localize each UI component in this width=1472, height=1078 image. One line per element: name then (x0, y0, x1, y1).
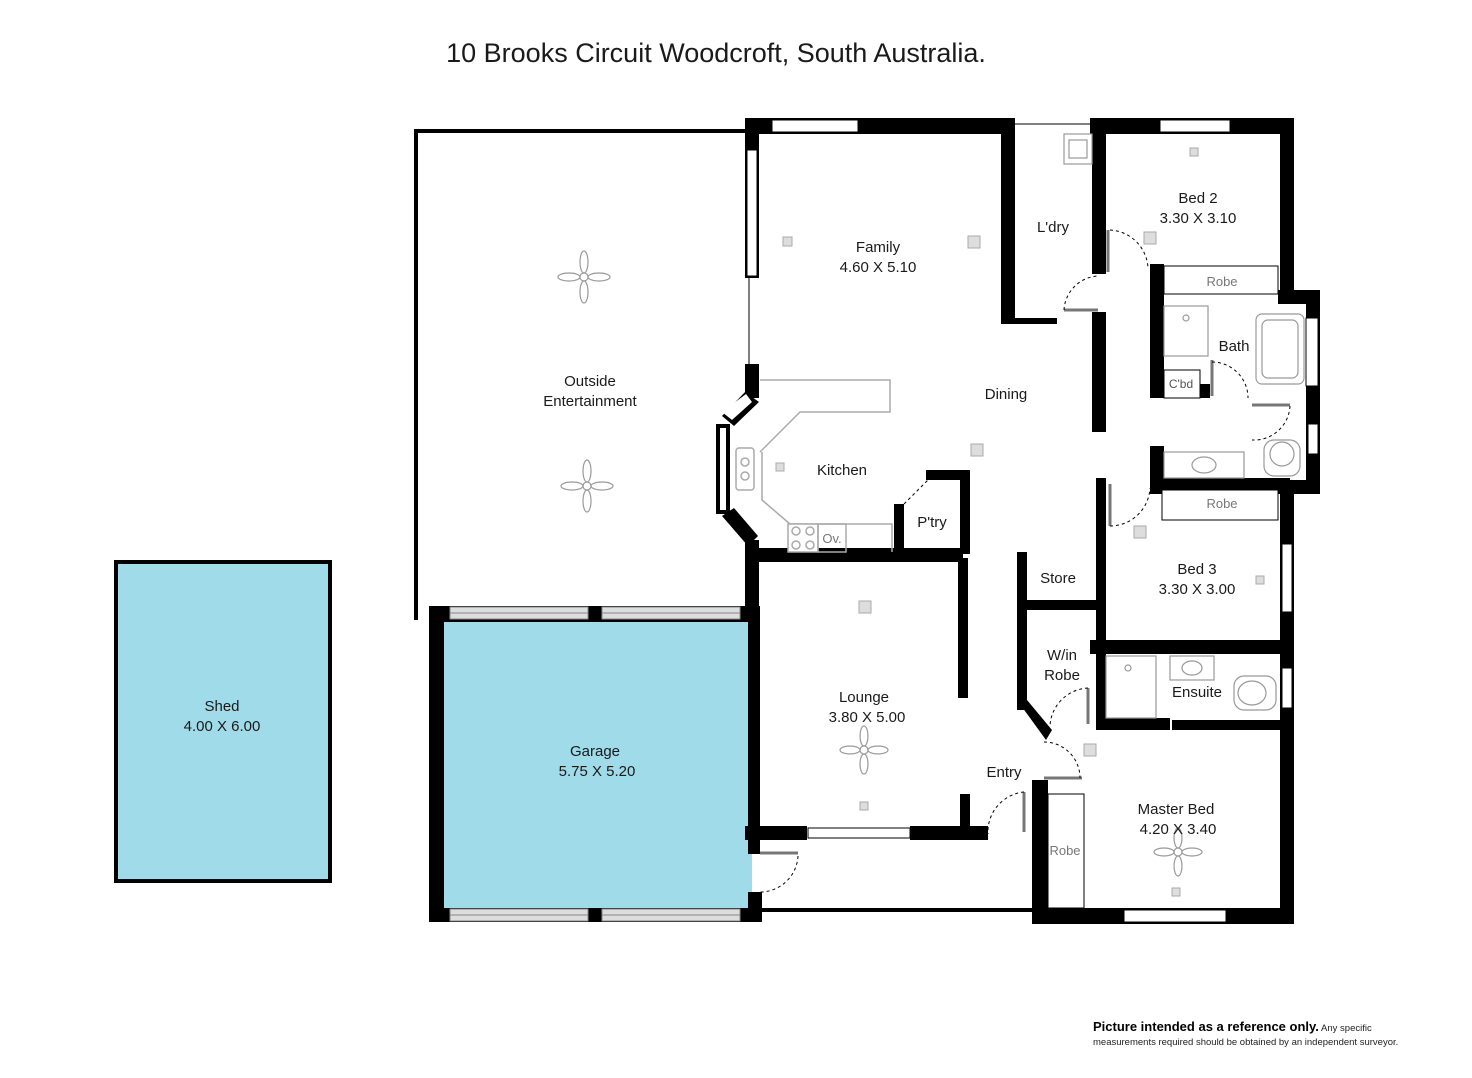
bath-fixtures (1163, 305, 1305, 479)
garage-door-top (449, 606, 741, 620)
store-label: Store (1040, 570, 1076, 587)
bed3-robe-label: Robe (1206, 496, 1237, 511)
dining-label: Dining (985, 386, 1028, 403)
garage: Garage 5.75 X 5.20 (429, 606, 799, 922)
shed-dims: 4.00 X 6.00 (184, 718, 261, 735)
garage-door-bottom (449, 908, 741, 922)
ceiling-fan-icon (557, 250, 611, 304)
garage-dims: 5.75 X 5.20 (559, 763, 636, 780)
pantry-label: P'try (917, 514, 947, 531)
walkin-label-2: Robe (1044, 667, 1080, 684)
shed: Shed 4.00 X 6.00 (114, 560, 332, 883)
kitchen-bay-window (716, 392, 759, 546)
disclaimer: Picture intended as a reference only. An… (1093, 1020, 1453, 1050)
master-dims: 4.20 X 3.40 (1140, 821, 1217, 838)
ensuite-label: Ensuite (1172, 684, 1222, 701)
bed2-label: Bed 2 (1178, 190, 1217, 207)
house-walls (745, 118, 1320, 924)
cupboard-label: C'bd (1169, 377, 1193, 391)
kitchen-benches (735, 379, 893, 553)
entry-label: Entry (986, 764, 1022, 781)
master-robe-label: Robe (1049, 843, 1080, 858)
outside-label-1: Outside (564, 373, 616, 390)
light-fittings (775, 147, 1265, 897)
family-label: Family (856, 239, 901, 256)
kitchen-label: Kitchen (817, 462, 867, 479)
disclaimer-line1: Any specific (1321, 1023, 1372, 1034)
outside-entertainment: Outside Entertainment (414, 129, 748, 620)
plan-title: 10 Brooks Circuit Woodcroft, South Austr… (446, 38, 986, 68)
ensuite-fixtures (1105, 655, 1277, 719)
shed-label: Shed (204, 698, 239, 715)
outside-label-2: Entertainment (543, 393, 637, 410)
bed3-dims: 3.30 X 3.00 (1159, 581, 1236, 598)
master-label: Master Bed (1138, 801, 1215, 818)
lounge-dims: 3.80 X 5.00 (829, 709, 906, 726)
disclaimer-line2: measurements required should be obtained… (1093, 1037, 1399, 1048)
laundry-tub-icon (1063, 133, 1093, 165)
oven-label: Ov. (822, 531, 841, 546)
laundry-label: L'dry (1037, 219, 1070, 236)
lounge-label: Lounge (839, 689, 889, 706)
family-dims: 4.60 X 5.10 (840, 259, 917, 276)
garage-label: Garage (570, 743, 620, 760)
bath-label: Bath (1219, 338, 1250, 355)
windows (746, 119, 1319, 923)
disclaimer-bold: Picture intended as a reference only. (1093, 1019, 1319, 1034)
ceiling-fan-icon (1153, 827, 1203, 877)
bed3-label: Bed 3 (1177, 561, 1216, 578)
walkin-label-1: W/in (1047, 647, 1077, 664)
ceiling-fan-icon (839, 725, 889, 775)
ceiling-fan-icon (560, 459, 614, 513)
bed2-robe-label: Robe (1206, 274, 1237, 289)
bed2-dims: 3.30 X 3.10 (1160, 210, 1237, 227)
